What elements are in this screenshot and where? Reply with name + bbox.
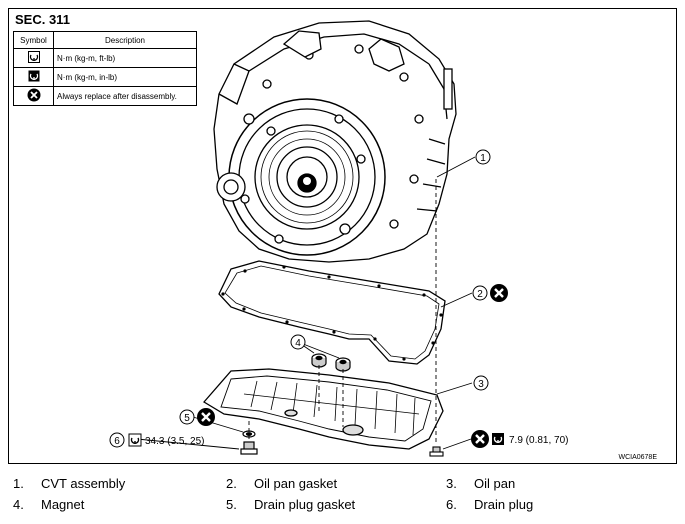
table-row: N·m (kg-m, in-lb) <box>13 67 197 87</box>
table-row: Always replace after disassembly. <box>13 86 197 106</box>
legend-label: Drain plug <box>474 497 534 512</box>
legend-item-drain-plug-gasket: 5. Drain plug gasket <box>226 497 355 512</box>
legend-item-cvt-assembly: 1. CVT assembly <box>13 476 125 491</box>
symbol-header: Symbol <box>13 31 54 49</box>
callout-6-label: 6 <box>114 436 120 447</box>
always-replace-icon <box>490 284 508 302</box>
legend-number: 6. <box>446 497 457 512</box>
section-label: SEC. 311 <box>15 12 70 27</box>
torque-wrench-small-icon <box>28 70 39 82</box>
drain-plug-drawing <box>240 430 258 455</box>
legend-number: 5. <box>226 497 237 512</box>
callout-1: 1 <box>475 149 491 165</box>
oil-pan-gasket-drawing <box>218 260 446 365</box>
legend-number: 3. <box>446 476 457 491</box>
legend-item-oil-pan: 3. Oil pan <box>446 476 515 491</box>
callout-4: 4 <box>290 334 306 350</box>
callout-2: 2 <box>472 285 488 301</box>
callout-6: 6 <box>109 432 125 448</box>
drain-plug-torque: 34.3 (3.5, 25) <box>145 436 204 447</box>
description-header: Description <box>53 31 197 49</box>
legend-item-magnet: 4. Magnet <box>13 497 84 512</box>
callout-5: 5 <box>179 409 195 425</box>
magnet-drawing <box>311 353 351 372</box>
callout-2-label: 2 <box>477 289 483 300</box>
always-replace-icon <box>197 408 215 426</box>
always-replace-icon <box>27 88 40 102</box>
oil-pan-drawing <box>203 368 444 450</box>
oil-pan-bolt-drawing <box>429 446 444 457</box>
legend-label: CVT assembly <box>41 476 126 491</box>
symbol-table-header: Symbol Description <box>13 31 197 49</box>
cvt-assembly-drawing <box>213 20 457 263</box>
callout-1-label: 1 <box>480 153 486 164</box>
callout-4-label: 4 <box>295 338 301 349</box>
diagram-artwork: 1 2 3 4 5 6 <box>109 20 657 461</box>
legend-label: Oil pan gasket <box>254 476 338 491</box>
callout-5-label: 5 <box>184 413 190 424</box>
legend-number: 2. <box>226 476 237 491</box>
legend-label: Drain plug gasket <box>254 497 356 512</box>
description-cell: N·m (kg-m, in-lb) <box>53 67 197 87</box>
torque-wrench-icon <box>27 51 40 63</box>
legend-label: Oil pan <box>474 476 516 491</box>
legend-number: 1. <box>13 476 24 491</box>
legend-item-oil-pan-gasket: 2. Oil pan gasket <box>226 476 337 491</box>
exploded-view-diagram: 1 2 3 4 5 6 <box>8 8 677 464</box>
always-replace-icon <box>471 430 489 448</box>
callout-3-label: 3 <box>478 379 484 390</box>
description-cell: N·m (kg-m, ft-lb) <box>53 48 197 68</box>
legend-number: 4. <box>13 497 24 512</box>
torque-wrench-small-icon <box>492 433 504 445</box>
figure-id: WCIA0678E <box>618 454 657 461</box>
description-cell: Always replace after disassembly. <box>53 86 197 106</box>
pan-bolt-torque: 7.9 (0.81, 70) <box>509 435 568 446</box>
symbol-legend-table: Symbol Description N·m (kg-m, ft-lb) <box>13 31 197 106</box>
callout-3: 3 <box>473 375 489 391</box>
legend-label: Magnet <box>41 497 85 512</box>
torque-wrench-icon <box>128 433 142 447</box>
legend-item-drain-plug: 6. Drain plug <box>446 497 533 512</box>
table-row: N·m (kg-m, ft-lb) <box>13 48 197 68</box>
